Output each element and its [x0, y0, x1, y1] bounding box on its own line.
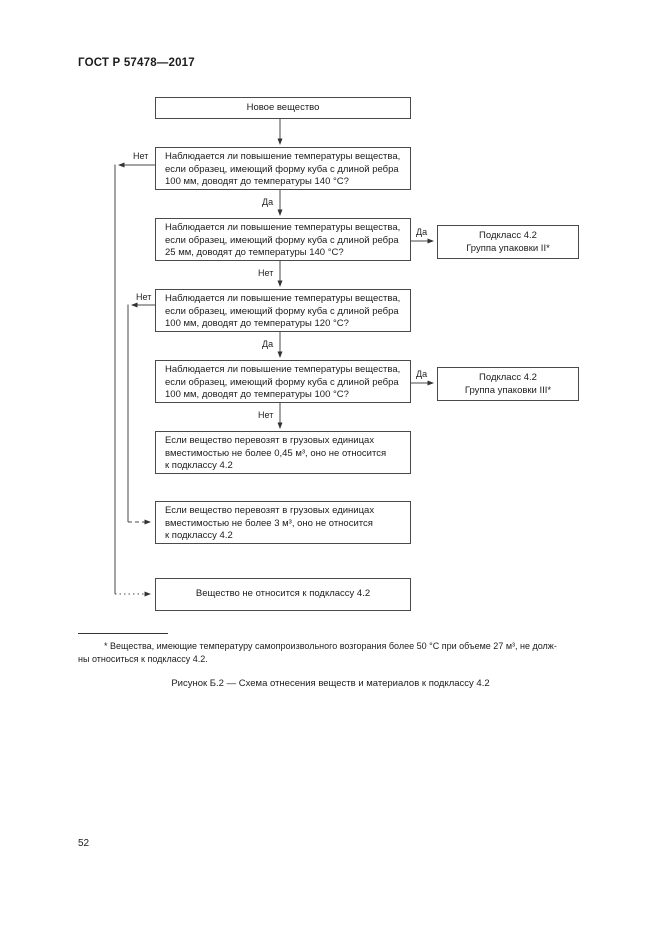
flow-box-final-label: Вещество не относится к подклассу 4.2	[195, 588, 371, 600]
footnote-rule	[78, 633, 168, 634]
label-yes-q4: Да	[416, 369, 428, 379]
label-yes-q3: Да	[262, 339, 274, 349]
q1-line: Наблюдается ли повышение температуры вещ…	[165, 151, 401, 162]
result1-line: Группа упаковки II*	[466, 243, 550, 254]
q3-line: Наблюдается ли повышение температуры вещ…	[165, 293, 401, 304]
label-yes-q1: Да	[262, 197, 274, 207]
note045-line: вместимостью не более 0,45 м³, оно не от…	[165, 447, 387, 459]
q2-line: Наблюдается ли повышение температуры вещ…	[165, 222, 401, 233]
q2-line: если образец, имеющий форму куба с длино…	[165, 234, 399, 246]
note045-line: Если вещество перевозят в грузовых едини…	[165, 435, 375, 446]
flow-box-start-label: Новое вещество	[246, 101, 320, 113]
label-no-q3: Нет	[136, 292, 152, 302]
flow-box-result1: Подкласс 4.2 Группа упаковки II*	[437, 225, 579, 259]
note3-line: вместимостью не более 3 м³, оно не относ…	[165, 517, 373, 529]
q4-line: если образец, имеющий форму куба с длино…	[165, 376, 399, 388]
flow-box-q2: Наблюдается ли повышение температуры вещ…	[155, 218, 411, 261]
q1-line: 100 мм, доводят до температуры 140 °C?	[165, 176, 349, 188]
label-no-q1: Нет	[133, 151, 149, 161]
flow-box-note045: Если вещество перевозят в грузовых едини…	[155, 431, 411, 474]
flow-box-result2: Подкласс 4.2 Группа упаковки III*	[437, 367, 579, 401]
result2-line: Подкласс 4.2	[479, 372, 537, 383]
result2-line: Группа упаковки III*	[464, 385, 552, 396]
note3-line: Если вещество перевозят в грузовых едини…	[165, 505, 375, 516]
note045-line: к подклассу 4.2	[165, 460, 233, 472]
q4-line: 100 мм, доводят до температуры 100 °C?	[165, 389, 349, 401]
result1-line: Подкласс 4.2	[479, 230, 537, 241]
footnote-line: ны относиться к подклассу 4.2.	[78, 653, 208, 664]
footnote: * Вещества, имеющие температуру самопрои…	[78, 640, 588, 665]
flow-box-q3: Наблюдается ли повышение температуры вещ…	[155, 289, 411, 332]
q1-line: если образец, имеющий форму куба с длино…	[165, 163, 399, 175]
label-yes-q2: Да	[416, 227, 428, 237]
q4-line: Наблюдается ли повышение температуры вещ…	[165, 364, 401, 375]
label-no-q4: Нет	[258, 410, 274, 420]
q2-line: 25 мм, доводят до температуры 140 °C?	[165, 247, 344, 259]
flow-box-q1: Наблюдается ли повышение температуры вещ…	[155, 147, 411, 190]
figure-caption: Рисунок Б.2 — Схема отнесения веществ и …	[171, 678, 490, 689]
note3-line: к подклассу 4.2	[165, 530, 233, 542]
flow-box-q4: Наблюдается ли повышение температуры вещ…	[155, 360, 411, 403]
flow-box-note3: Если вещество перевозят в грузовых едини…	[155, 501, 411, 544]
footnote-line: * Вещества, имеющие температуру самопрои…	[104, 641, 557, 651]
flow-box-start: Новое вещество	[155, 97, 411, 119]
label-no-q2: Нет	[258, 268, 274, 278]
q3-line: если образец, имеющий форму куба с длино…	[165, 305, 399, 317]
page-number: 52	[78, 838, 90, 849]
flow-box-final: Вещество не относится к подклассу 4.2	[155, 578, 411, 611]
q3-line: 100 мм, доводят до температуры 120 °C?	[165, 318, 349, 330]
document-title: ГОСТ Р 57478—2017	[78, 57, 195, 69]
